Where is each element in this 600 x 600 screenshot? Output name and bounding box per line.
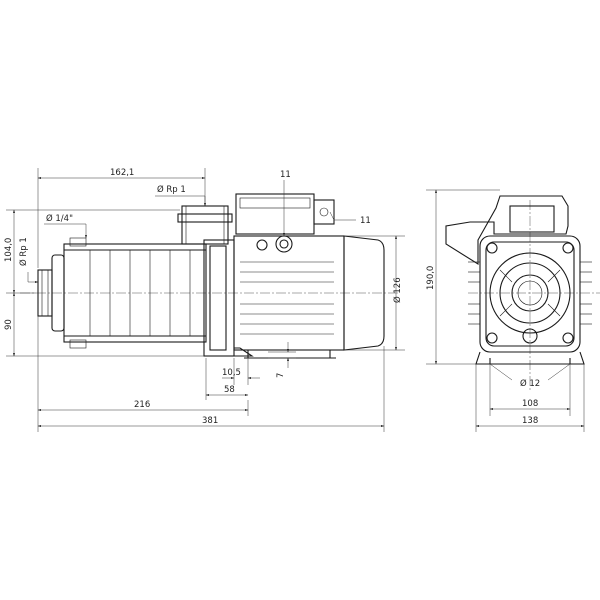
terminal-box (235, 193, 335, 235)
cooling-fins (468, 261, 592, 325)
dim-12: Ø 12 (520, 378, 540, 389)
dim-126: Ø 126 (392, 277, 403, 303)
side-dimensions: 162,1 Ø Rp 1 Ø 1/4" 104,0 Ø Rp 1 90 11 1… (4, 168, 405, 432)
dim-rp1-top: Ø Rp 1 (157, 184, 186, 195)
front-view (445, 195, 600, 390)
dim-90: 90 (4, 319, 14, 330)
dim-190: 190,0 (426, 266, 436, 290)
dim-162-1: 162,1 (110, 168, 134, 178)
dim-1-4: Ø 1/4" (46, 213, 73, 224)
lantern (203, 239, 254, 357)
dim-10-5: 10,5 (222, 368, 241, 378)
dim-11-right: 11 (360, 216, 371, 226)
dim-138: 138 (522, 416, 538, 426)
dim-7: 7 (276, 373, 286, 378)
dim-381: 381 (202, 416, 218, 426)
discharge-nozzle (177, 205, 233, 245)
dim-104: 104,0 (4, 238, 14, 262)
motor-foot (244, 350, 336, 359)
side-view (20, 193, 400, 359)
dim-216: 216 (134, 400, 150, 410)
dim-11-top: 11 (280, 170, 291, 180)
stage-casing (63, 237, 207, 349)
dim-108: 108 (522, 399, 538, 409)
dim-rp1-side: Ø Rp 1 (18, 237, 29, 266)
dim-58: 58 (224, 385, 235, 395)
front-dimensions: 190,0 Ø 12 108 138 (426, 189, 585, 432)
